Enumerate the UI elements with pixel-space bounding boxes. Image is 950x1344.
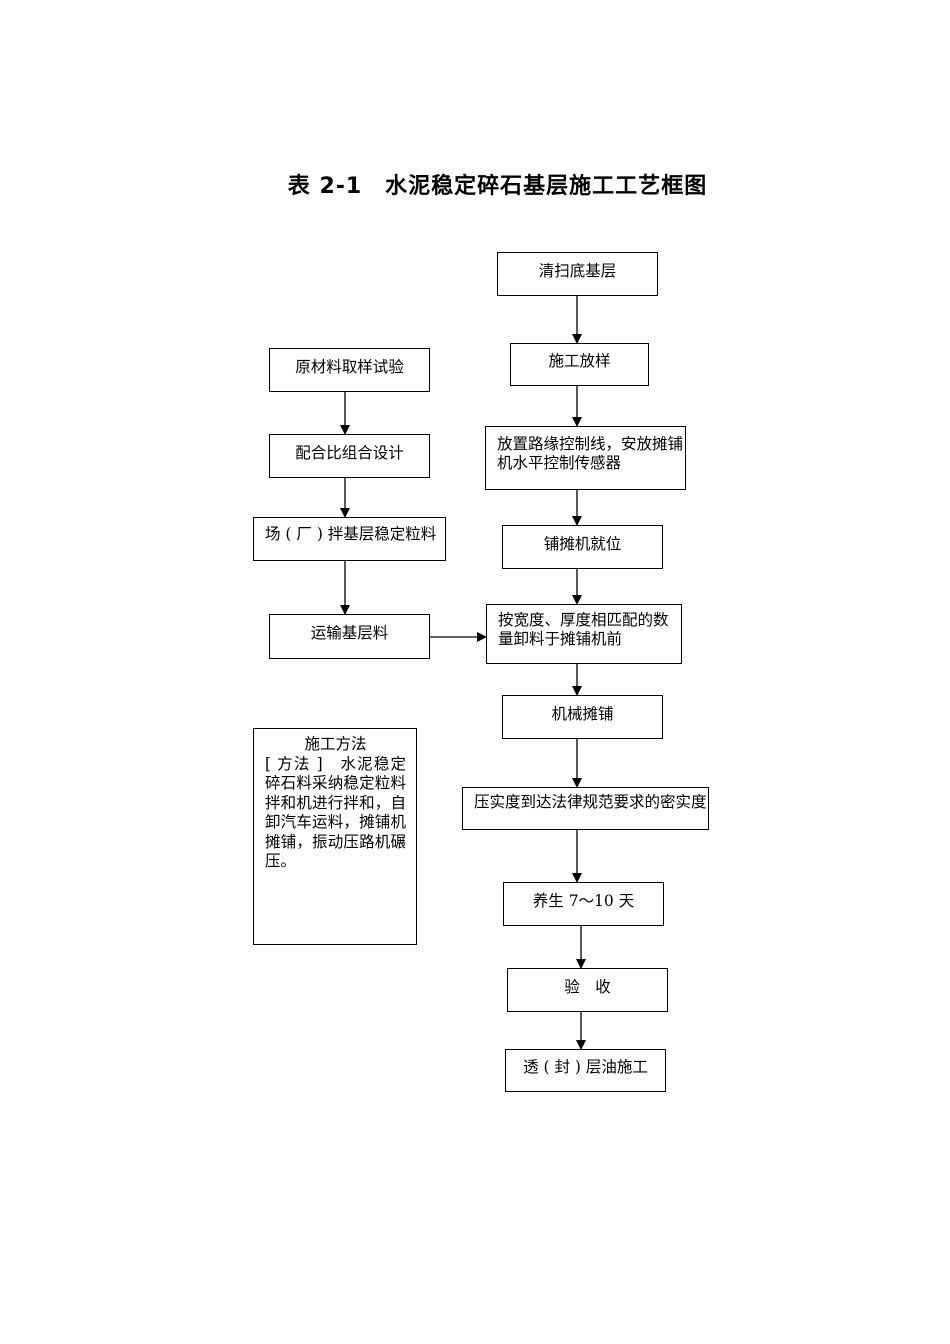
step-prime-coat: 透 ( 封 ) 层油施工 — [505, 1049, 666, 1092]
step-transport-material: 运输基层料 — [269, 614, 430, 659]
step-mechanical-paving: 机械摊铺 — [502, 695, 663, 739]
step-unload-material: 按宽度、厚度相匹配的数量卸料于摊铺机前 — [486, 604, 682, 664]
construction-method-note: 施工方法 [ 方法 ] 水泥稳定碎石料采纳稳定粒料拌和机进行拌和，自卸汽车运料，… — [253, 728, 417, 945]
step-compaction: 压实度到达法律规范要求的密实度 — [462, 787, 709, 830]
step-paver-position: 铺摊机就位 — [502, 525, 663, 569]
diagram-title: 表 2-1 水泥稳定碎石基层施工工艺框图 — [287, 174, 708, 199]
step-plant-mixing: 场 ( 厂 ) 拌基层稳定粒料 — [253, 517, 446, 561]
step-set-control-line: 放置路缘控制线，安放摊铺机水平控制传感器 — [485, 426, 686, 490]
method-body: [ 方法 ] 水泥稳定碎石料采纳稳定粒料拌和机进行拌和，自卸汽车运料，摊铺机摊铺… — [265, 754, 406, 871]
method-heading: 施工方法 — [304, 735, 367, 753]
step-material-sampling: 原材料取样试验 — [269, 348, 430, 392]
step-survey-layout: 施工放样 — [510, 343, 649, 386]
step-clean-subbase: 清扫底基层 — [497, 252, 658, 296]
step-acceptance: 验 收 — [507, 968, 668, 1012]
step-mix-design: 配合比组合设计 — [269, 434, 430, 478]
step-curing: 养生 7～10 天 — [503, 882, 664, 926]
